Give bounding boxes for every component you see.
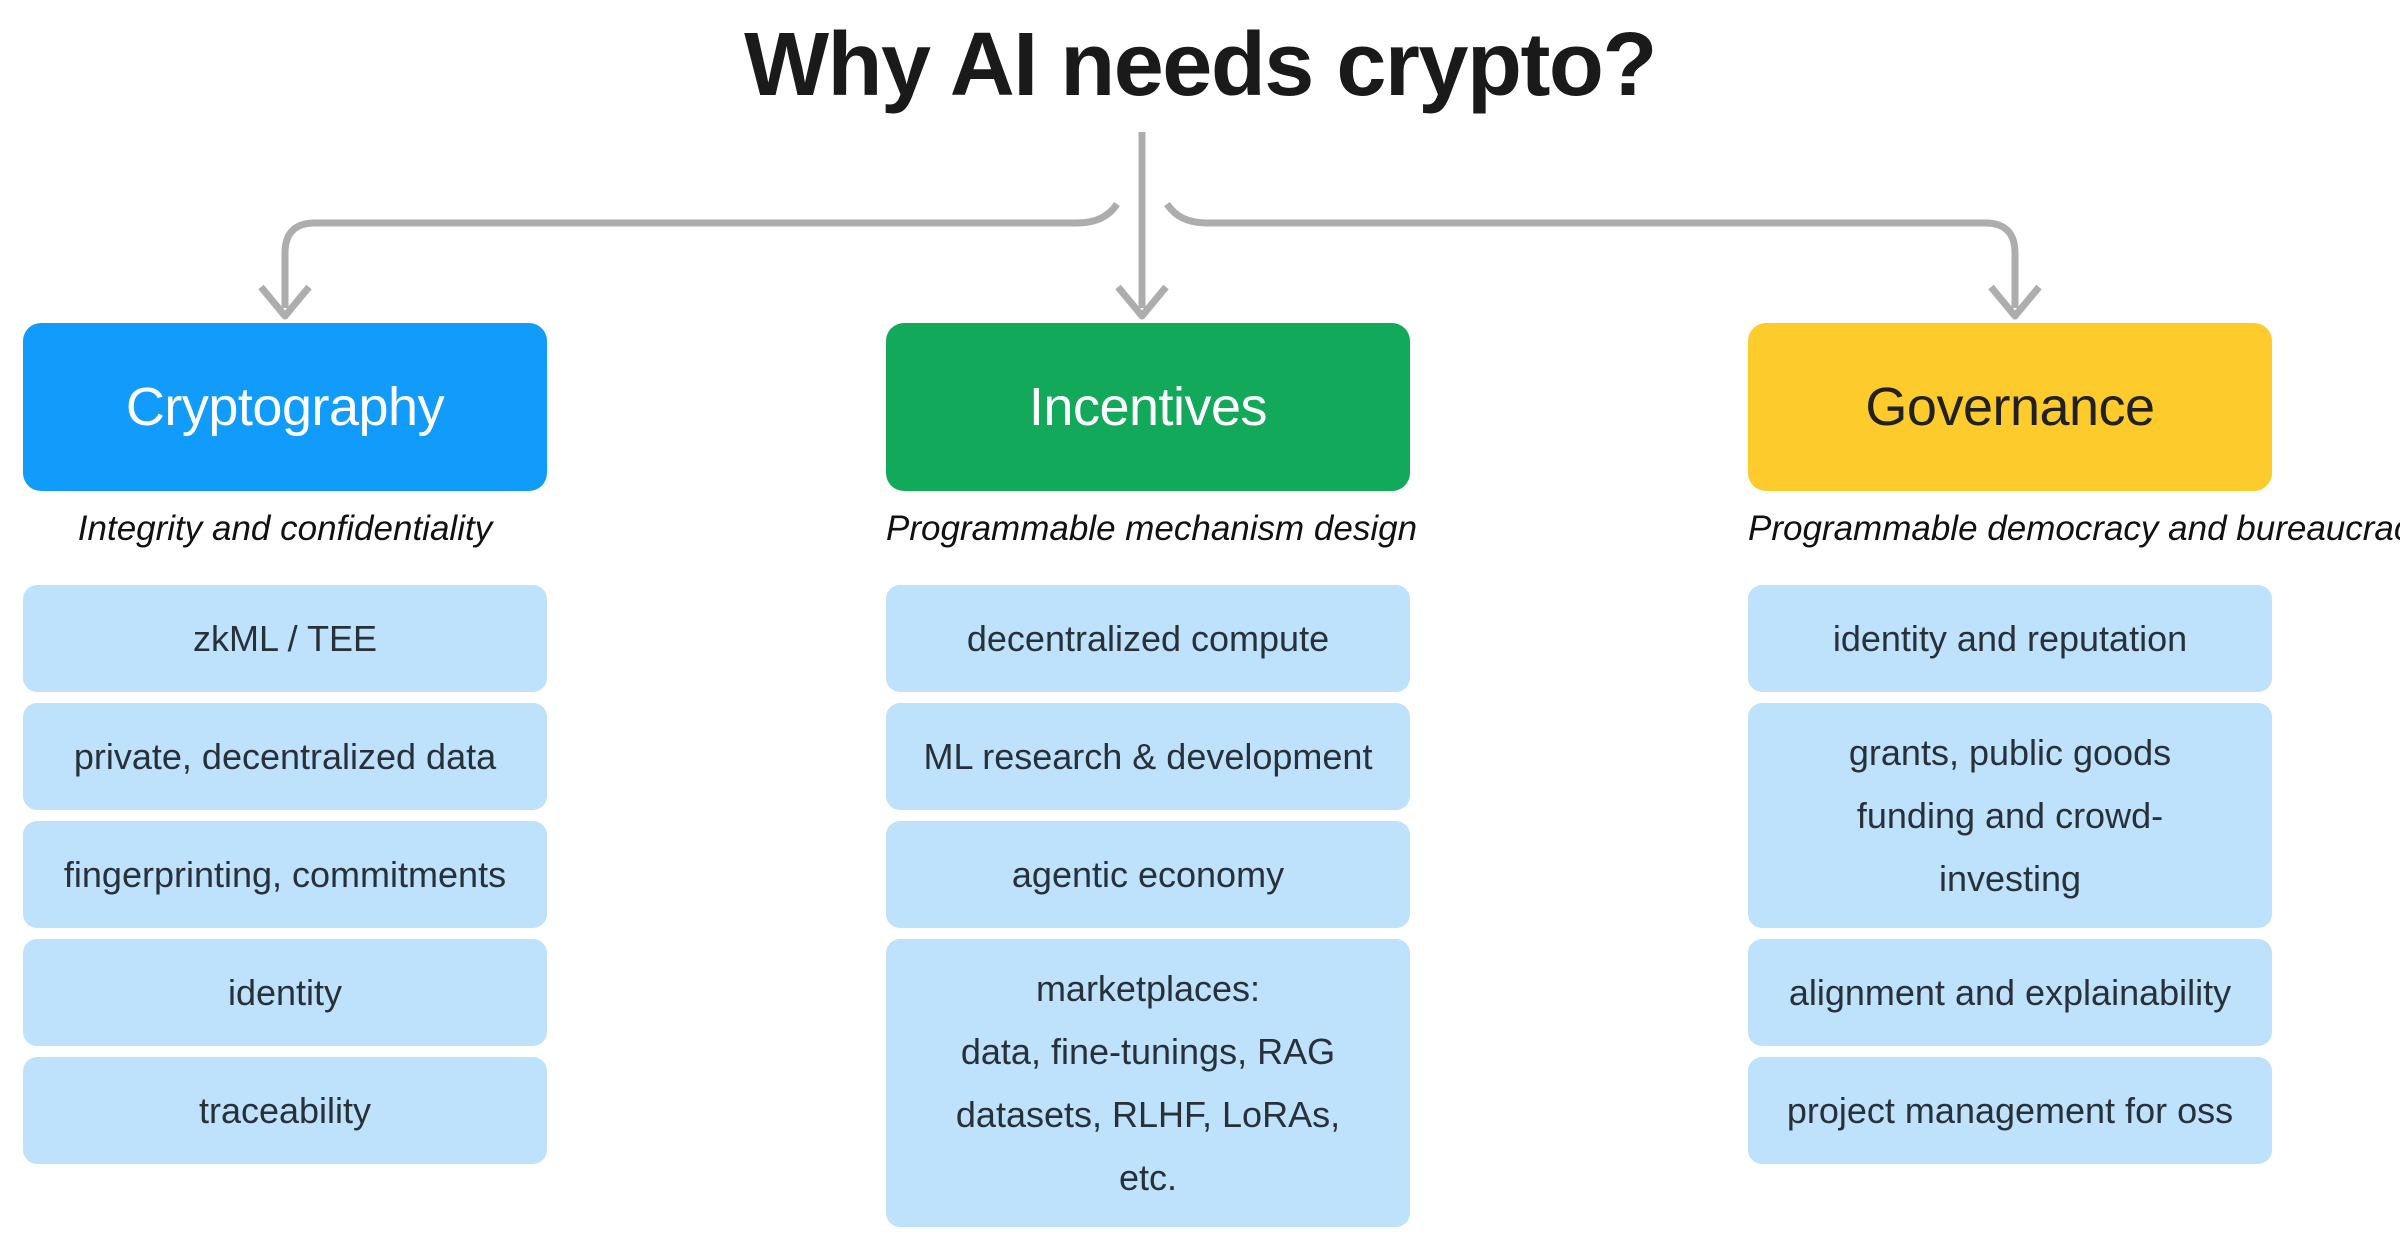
cryptography-subtitle: Integrity and confidentiality: [77, 509, 493, 548]
arrow-branch-left: [281, 201, 1120, 308]
column-incentives: Incentives Programmable mechanism design…: [886, 323, 1418, 1227]
item-label: alignment and explainability: [1788, 972, 2232, 1013]
item-label: zkML / TEE: [192, 618, 378, 659]
item-label: agentic economy: [1011, 854, 1285, 895]
item-label: private, decentralized data: [73, 736, 497, 777]
governance-subtitle: Programmable democracy and bureaucracy: [1748, 509, 2400, 548]
list-item: traceability: [23, 1057, 547, 1164]
item-label: marketplaces: data, fine-tunings, RAG da…: [955, 968, 1341, 1198]
list-item: zkML / TEE: [23, 585, 547, 692]
incentives-subtitle: Programmable mechanism design: [886, 509, 1418, 548]
item-label: identity and reputation: [1832, 618, 2188, 659]
list-item: ML research & development: [886, 703, 1410, 810]
item-label: project management for oss: [1786, 1090, 2234, 1131]
arrowhead-left: [258, 284, 312, 320]
list-item: decentralized compute: [886, 585, 1410, 692]
list-item: private, decentralized data: [23, 703, 547, 810]
list-item: project management for oss: [1748, 1057, 2272, 1164]
cryptography-header: Cryptography: [23, 323, 547, 491]
item-label: fingerprinting, commitments: [63, 854, 507, 895]
page-title: Why AI needs crypto?: [744, 15, 1657, 115]
list-item: alignment and explainability: [1748, 939, 2272, 1046]
list-item: marketplaces: data, fine-tunings, RAG da…: [886, 939, 1410, 1227]
arrowhead-right: [1988, 284, 2042, 320]
arrow-branch-right: [1164, 201, 2019, 308]
incentives-items: decentralized compute ML research & deve…: [886, 585, 1410, 1227]
arrowhead-center: [1115, 284, 1169, 320]
list-item: grants, public goods funding and crowd- …: [1748, 703, 2272, 928]
item-label: ML research & development: [923, 736, 1373, 777]
item-label: decentralized compute: [966, 618, 1330, 659]
list-item: fingerprinting, commitments: [23, 821, 547, 928]
list-item: identity and reputation: [1748, 585, 2272, 692]
incentives-header: Incentives: [886, 323, 1410, 491]
list-item: agentic economy: [886, 821, 1410, 928]
cryptography-items: zkML / TEE private, decentralized data f…: [23, 585, 547, 1164]
item-label: identity: [227, 972, 343, 1013]
column-governance: Governance Programmable democracy and bu…: [1748, 323, 2400, 1164]
column-cryptography: Cryptography Integrity and confidentiali…: [23, 323, 547, 1164]
item-label: grants, public goods funding and crowd- …: [1848, 732, 2172, 899]
governance-items: identity and reputation grants, public g…: [1748, 585, 2272, 1164]
item-label: traceability: [198, 1090, 372, 1131]
governance-header: Governance: [1748, 323, 2272, 491]
list-item: identity: [23, 939, 547, 1046]
